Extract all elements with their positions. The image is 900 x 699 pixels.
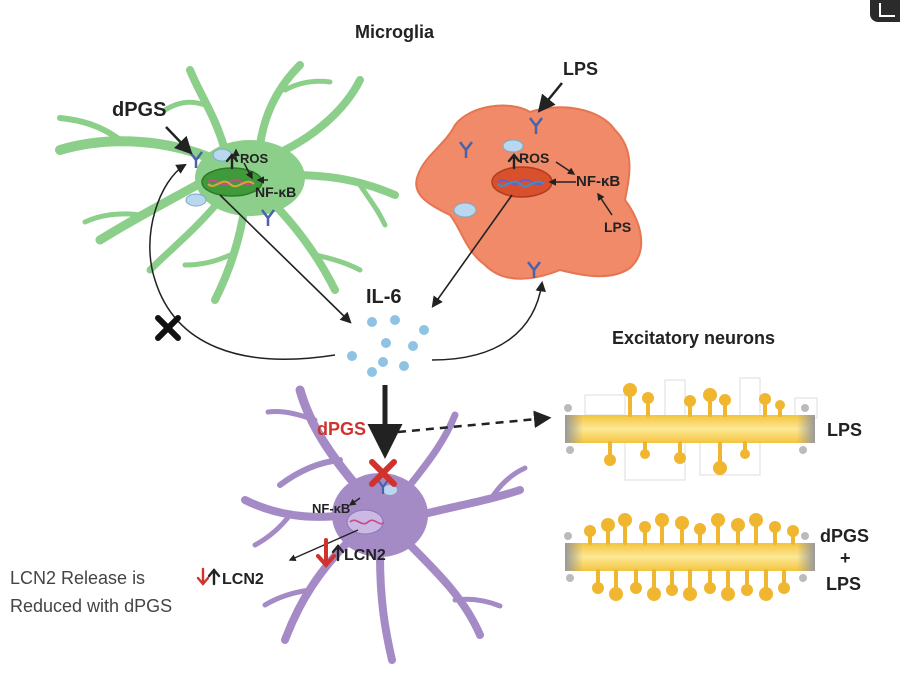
up-arrow-icon (207, 153, 521, 586)
dpgs-label-mid: dPGS (317, 419, 366, 439)
nfkb-label-orange: NF-κB (576, 173, 620, 190)
neuron-dpgs-label-line1: dPGS (820, 526, 869, 546)
nfkb-label-purple: NF-κB (312, 501, 350, 516)
neuron-dendrite-lps (564, 377, 818, 481)
neuron-dpgs-label-line3: LPS (826, 574, 861, 594)
microglia-orange-cell (415, 104, 643, 280)
inhibit-x-icon (369, 459, 397, 487)
astrocyte-purple-cell (241, 385, 528, 664)
lps-label-top: LPS (563, 59, 598, 79)
nfkb-label-green: NF-κB (255, 184, 296, 200)
excitatory-neurons-label: Excitatory neurons (612, 328, 775, 348)
lcn2-label-side: LCN2 (222, 571, 264, 588)
receptor-icon (261, 209, 275, 226)
il6-label: IL-6 (366, 286, 402, 308)
il6-cytokines (347, 315, 429, 377)
receptor-icon (189, 151, 203, 168)
receptor-icon (377, 479, 389, 494)
receptor-icon (459, 141, 473, 158)
neuron-lps-label: LPS (827, 420, 862, 440)
lps-label-side: LPS (604, 219, 631, 235)
ros-label-green: ROS (240, 151, 269, 166)
lcn2-label-purple: LCN2 (344, 547, 386, 564)
dpgs-label-top: dPGS (112, 99, 166, 121)
microglia-green-cell (55, 61, 399, 304)
receptor-icon (529, 117, 543, 134)
lcn2-note-line2: Reduced with dPGS (10, 596, 172, 616)
expand-icon[interactable] (870, 0, 900, 22)
neuron-dpgs-label-line2: + (840, 548, 851, 568)
microglia-label: Microglia (355, 22, 435, 42)
pathway-arrows (149, 82, 613, 561)
inhibit-x-icon (155, 315, 181, 341)
down-arrow-icon (316, 538, 336, 569)
ros-label-orange: ROS (519, 150, 549, 166)
lcn2-note-line1: LCN2 Release is (10, 568, 145, 588)
receptor-icon (527, 261, 541, 278)
down-arrow-icon (196, 567, 210, 586)
neuron-dendrite-dpgs-lps (564, 513, 815, 601)
